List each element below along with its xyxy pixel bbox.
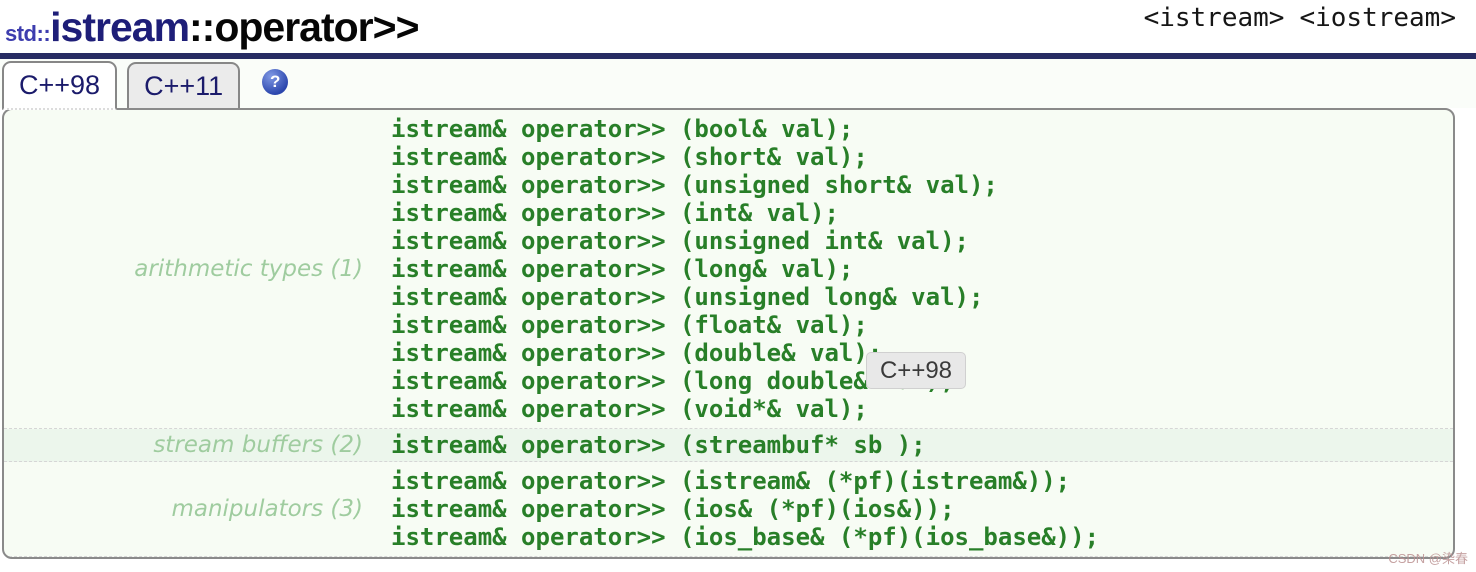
title-class-name: istream	[50, 4, 190, 50]
group-label: arithmetic types (1)	[134, 256, 363, 282]
code-line: istream& operator>> (bool& val);	[391, 115, 854, 143]
page-title: std:: istream ::operator>>	[5, 0, 1476, 51]
version-tooltip-label: C++98	[879, 356, 953, 384]
tab-cpp11[interactable]: C++11	[127, 62, 241, 108]
header-divider	[0, 53, 1476, 59]
page-header: std:: istream ::operator>> <istream> <io…	[0, 0, 1476, 53]
code-line: istream& operator>> (streambuf* sb );	[391, 431, 926, 459]
include-link-istream[interactable]: <istream>	[1143, 3, 1285, 33]
group-code-block: istream& operator>> (istream& (*pf)(istr…	[379, 462, 1453, 556]
include-link-iostream[interactable]: <iostream>	[1299, 3, 1456, 33]
code-line: istream& operator>> (istream& (*pf)(istr…	[391, 467, 1071, 495]
code-line: istream& operator>> (double& val);	[391, 339, 883, 367]
tab-cpp11-label: C++11	[144, 70, 224, 101]
declaration-group-arithmetic-types: arithmetic types (1) istream& operator>>…	[4, 110, 1453, 429]
code-line: istream& operator>> (void*& val);	[391, 395, 868, 423]
title-member-name: ::operator>>	[189, 4, 419, 50]
code-line: istream& operator>> (int& val);	[391, 199, 839, 227]
code-line: istream& operator>> (short& val);	[391, 143, 868, 171]
title-namespace: std::	[5, 21, 51, 46]
code-line: istream& operator>> (unsigned long& val)…	[391, 283, 984, 311]
group-label: manipulators (3)	[171, 496, 363, 522]
code-line: istream& operator>> (long& val);	[391, 255, 854, 283]
watermark-text: CSDN @染春	[1388, 551, 1468, 566]
code-line: istream& operator>> (ios& (*pf)(ios&));	[391, 495, 955, 523]
help-icon-glyph: ?	[269, 71, 281, 91]
group-code-block: istream& operator>> (streambuf* sb );	[379, 429, 1453, 461]
code-line: istream& operator>> (float& val);	[391, 311, 868, 339]
help-icon[interactable]: ?	[262, 68, 289, 95]
group-code-block: istream& operator>> (bool& val); istream…	[379, 110, 1453, 428]
version-tooltip: C++98	[866, 352, 966, 389]
code-line: istream& operator>> (unsigned short& val…	[391, 171, 998, 199]
code-line: istream& operator>> (ios_base& (*pf)(ios…	[391, 523, 1100, 551]
declaration-group-manipulators: manipulators (3) istream& operator>> (is…	[4, 462, 1453, 557]
tab-cpp98-label: C++98	[19, 70, 101, 100]
code-line: istream& operator>> (unsigned int& val);	[391, 227, 969, 255]
tab-cpp98[interactable]: C++98	[2, 61, 118, 110]
declarations-panel: arithmetic types (1) istream& operator>>…	[2, 108, 1455, 559]
declaration-group-stream-buffers: stream buffers (2) istream& operator>> (…	[4, 429, 1453, 462]
version-tabstrip: C++98 C++11 ?	[0, 59, 1476, 110]
header-include-list: <istream> <iostream>	[1144, 3, 1456, 33]
group-label: stream buffers (2)	[153, 432, 363, 458]
